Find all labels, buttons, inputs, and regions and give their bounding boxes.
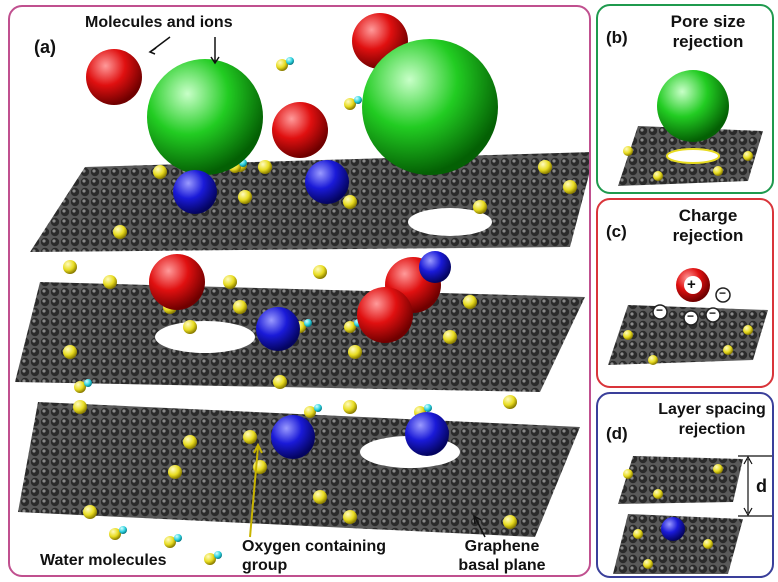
pore (408, 208, 492, 236)
graphene-sheet-top (30, 152, 589, 252)
spacing-label: d (756, 476, 767, 496)
panel-b-illustration (618, 70, 763, 186)
panel-a-illustration (15, 13, 589, 565)
ion-green (362, 39, 498, 175)
ion-red (272, 102, 328, 158)
panel-c: + − − − − (c) Charge rejection (596, 198, 774, 388)
ion-red (357, 287, 413, 343)
ion-blue (173, 170, 217, 214)
ion-blue (271, 415, 315, 459)
ion-blue (305, 160, 349, 204)
oxygen-groups (63, 158, 577, 529)
ion-green (147, 59, 263, 175)
graphene-plane-annotation: Graphene basal plane (458, 538, 546, 574)
ion-blue (419, 251, 451, 283)
anion-symbol: − (719, 286, 727, 300)
panel-d-title: Layer spacing rejection (658, 401, 766, 438)
graphene-sheet-middle (15, 282, 585, 392)
panel-c-illustration (608, 268, 768, 365)
oxygen-group-annotation: Oxygen containing group (242, 538, 387, 574)
anion-symbol: − (687, 309, 695, 323)
panel-a: (a) Molecules and ions Water molecules O… (8, 5, 591, 577)
panel-b-title: Pore size rejection (670, 12, 746, 51)
anion-symbol: − (656, 303, 664, 317)
pore (155, 321, 255, 353)
molecules-ions-annotation: Molecules and ions (85, 14, 233, 31)
panel-c-title: Charge rejection (672, 206, 744, 245)
panel-b: (b) Pore size rejection (596, 4, 774, 194)
ion-green (657, 70, 729, 142)
ion-blue (661, 517, 685, 541)
anion (705, 307, 721, 323)
water-molecules-annotation: Water molecules (40, 552, 167, 569)
cation-symbol: + (687, 276, 696, 293)
ion-red (149, 254, 205, 310)
panel-d: d (d) Layer spacing rejection (596, 392, 774, 578)
ion-red (86, 49, 142, 105)
ion-blue (256, 307, 300, 351)
anion (652, 304, 668, 320)
panel-a-label: (a) (34, 37, 56, 57)
anion (715, 287, 731, 303)
anion-symbol: − (709, 306, 717, 320)
anion (683, 310, 699, 326)
panel-d-illustration (613, 455, 772, 574)
panel-c-label: (c) (606, 222, 627, 241)
water-molecules (74, 57, 435, 565)
annotation-arrows (148, 36, 486, 538)
panel-b-label: (b) (606, 28, 628, 47)
panel-d-label: (d) (606, 424, 628, 443)
ion-blue (405, 412, 449, 456)
